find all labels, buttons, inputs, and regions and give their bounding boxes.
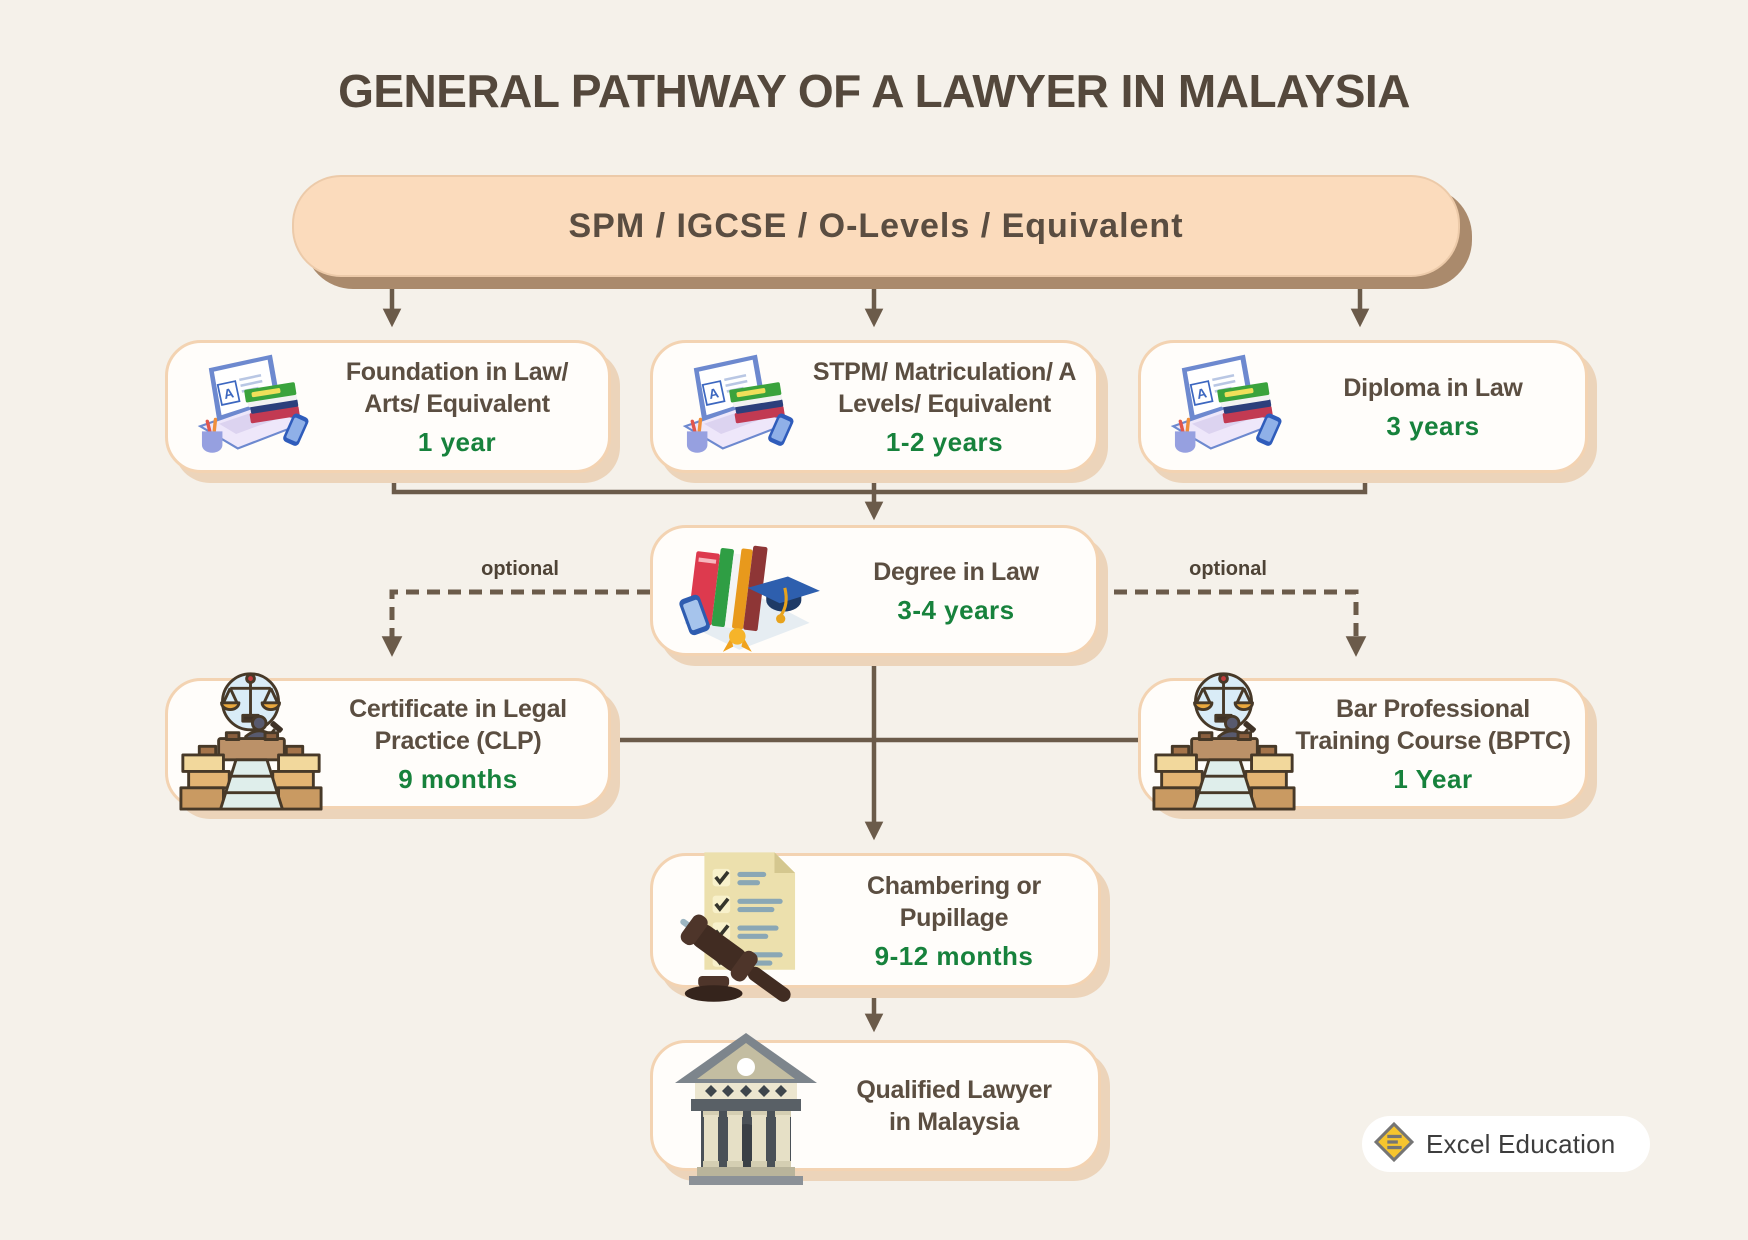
node-duration: 3-4 years xyxy=(897,594,1015,625)
gavel-checklist-icon xyxy=(657,846,827,1006)
laptop-books-icon: A xyxy=(675,351,803,458)
diamond-e-icon xyxy=(1372,1120,1416,1169)
node-text: Foundation in Law/Arts/ Equivalent 1 yea… xyxy=(318,356,596,458)
optional-label-right: optional xyxy=(1189,558,1267,580)
node-duration: 9-12 months xyxy=(874,940,1034,971)
brand-name: Excel Education xyxy=(1426,1128,1616,1159)
root-label: SPM / IGCSE / O-Levels / Equivalent xyxy=(568,206,1184,245)
laptop-books-icon: A xyxy=(190,351,318,458)
node-text: Degree in Law 3-4 years xyxy=(828,556,1084,626)
svg-text:A: A xyxy=(707,385,720,402)
node-foundation: A xyxy=(165,340,611,473)
node-text: Diploma in Law 3 years xyxy=(1291,372,1575,442)
node-spm-root: SPM / IGCSE / O-Levels / Equivalent xyxy=(292,175,1460,277)
node-degree: Degree in Law 3-4 years xyxy=(650,525,1099,656)
courthouse-icon xyxy=(671,1027,821,1187)
node-diploma: A xyxy=(1138,340,1588,473)
node-duration: 3 years xyxy=(1386,410,1480,441)
laptop-books-icon: A xyxy=(1163,351,1291,458)
courtroom-scales-icon xyxy=(1149,667,1299,812)
node-title: Degree in Law xyxy=(873,557,1039,586)
page-title: GENERAL PATHWAY OF A LAWYER IN MALAYSIA xyxy=(338,65,1410,117)
node-title: Diploma in Law xyxy=(1343,373,1523,402)
svg-text:A: A xyxy=(1195,385,1208,402)
node-duration: 1-2 years xyxy=(885,426,1004,457)
brand-logo: Excel Education xyxy=(1362,1116,1650,1172)
node-duration: 1 Year xyxy=(1393,763,1473,794)
optional-label-left: optional xyxy=(481,558,559,580)
node-stpm: A xyxy=(650,340,1099,473)
svg-text:A: A xyxy=(222,385,235,402)
node-duration: 9 months xyxy=(398,763,518,794)
node-title: Foundation in Law/Arts/ Equivalent xyxy=(345,357,569,418)
law-books-grad-cap-icon xyxy=(663,534,823,653)
courtroom-scales-icon xyxy=(176,667,326,812)
node-duration: 1 year xyxy=(417,426,497,457)
